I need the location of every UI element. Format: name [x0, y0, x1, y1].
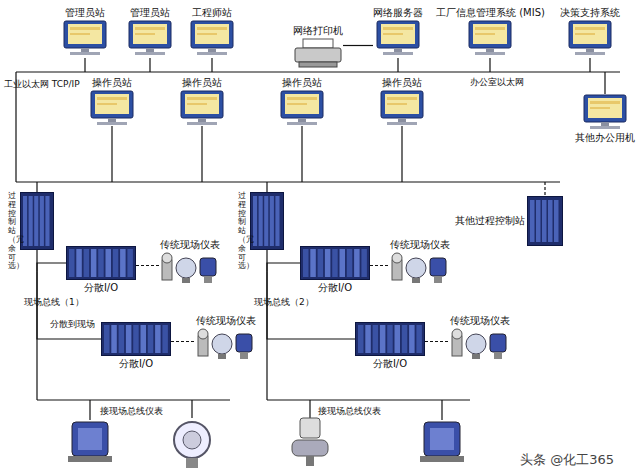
workstation: 操作员站: [279, 76, 325, 126]
computer-icon: [127, 20, 173, 56]
computer-icon: [189, 20, 235, 56]
workstation: 管理员站: [127, 6, 173, 56]
station-label: 网络服务器: [373, 6, 423, 19]
control-rack: [250, 192, 284, 250]
connector: [136, 265, 160, 266]
note-label: 接现场总线仪表: [318, 405, 381, 417]
computer-icon: [582, 94, 628, 130]
connector: [37, 263, 66, 271]
station-label: 决策支持系统: [560, 6, 620, 19]
printer-icon: [293, 38, 343, 68]
station-label: 管理员站: [130, 6, 170, 19]
watermark: 头条 @化工365: [520, 452, 614, 468]
instrument-group: 传统现场仪表: [450, 314, 510, 360]
computer-icon: [567, 20, 613, 56]
workstation: 决策支持系统: [560, 6, 620, 56]
bus-label: 现场总线（1）: [24, 296, 33, 308]
computer-icon: [62, 20, 108, 56]
control-station: 分散I/O: [101, 322, 171, 370]
computer-icon: [467, 20, 513, 56]
field-instruments: [390, 252, 450, 284]
connector: [171, 341, 196, 342]
station-label: 操作员站: [382, 76, 422, 89]
control-rack: [527, 196, 563, 246]
io-rack: [300, 246, 370, 280]
workstation: 操作员站: [179, 76, 225, 126]
station-label: 操作员站: [92, 76, 132, 89]
control-station: 分散I/O: [355, 322, 425, 370]
workstation: 操作员站: [89, 76, 135, 126]
station-label: 管理员站: [65, 6, 105, 19]
field-instruments: [160, 252, 220, 284]
workstation: 工厂信息管理系统 (MIS): [436, 6, 545, 56]
station-label: 工程师站: [192, 6, 232, 19]
control-station: 过程控制站（冗余可选）: [238, 192, 284, 271]
control-station: 分散I/O: [66, 246, 136, 294]
station-label: 过程控制站（冗余可选）: [8, 192, 16, 271]
station-label: 分散I/O: [84, 281, 118, 294]
connector: [425, 341, 450, 342]
bus-label: 现场总线（2）: [254, 296, 263, 308]
connector: [370, 265, 390, 266]
station-label: 分散I/O: [373, 357, 407, 370]
station-label: 传统现场仪表: [390, 238, 450, 251]
note-label: 分散到现场: [50, 318, 95, 330]
note-label: 办公室以太网: [470, 76, 524, 88]
io-rack: [66, 246, 136, 280]
workstation: 工程师站: [189, 6, 235, 56]
field-instruments: [196, 328, 256, 360]
computer-icon: [375, 20, 421, 56]
workstation: 网络服务器: [373, 6, 423, 56]
instrument-group: 传统现场仪表: [160, 238, 220, 284]
computer-icon: [279, 90, 325, 126]
instrument-group: 传统现场仪表: [196, 314, 256, 360]
field-instruments: [450, 328, 510, 360]
station-label: 分散I/O: [119, 357, 153, 370]
control-station: 过程控制站（冗余可选）: [8, 192, 54, 271]
computer-icon: [179, 90, 225, 126]
connector: [37, 271, 101, 339]
note-label: 接现场总线仪表: [100, 405, 163, 417]
station-label: 工厂信息管理系统 (MIS): [436, 6, 545, 19]
station-label: 网络打印机: [293, 24, 343, 37]
station-label: 分散I/O: [318, 281, 352, 294]
control-station: 其他过程控制站: [455, 196, 563, 246]
computer-icon: [379, 90, 425, 126]
bus-label: 工业以太网 TCP/IP: [4, 78, 13, 90]
connector: [343, 45, 373, 46]
station-label: 操作员站: [282, 76, 322, 89]
station-label: 传统现场仪表: [160, 238, 220, 251]
connector: [267, 263, 300, 271]
workstation: 网络打印机: [293, 24, 343, 68]
station-label: 操作员站: [182, 76, 222, 89]
workstation: 操作员站: [379, 76, 425, 126]
control-rack: [20, 192, 54, 250]
io-rack: [101, 322, 171, 356]
control-station: 分散I/O: [300, 246, 370, 294]
io-rack: [355, 322, 425, 356]
fieldbus-instruments: [68, 418, 464, 468]
workstation: 其他办公用机: [575, 94, 635, 144]
station-label: 过程控制站（冗余可选）: [238, 192, 246, 271]
station-label: 传统现场仪表: [196, 314, 256, 327]
connector: [267, 271, 355, 339]
workstation: 管理员站: [62, 6, 108, 56]
station-label: 传统现场仪表: [450, 314, 510, 327]
computer-icon: [89, 90, 135, 126]
station-label: 其他过程控制站: [455, 214, 525, 227]
instrument-group: 传统现场仪表: [390, 238, 450, 284]
station-label: 其他办公用机: [575, 131, 635, 144]
